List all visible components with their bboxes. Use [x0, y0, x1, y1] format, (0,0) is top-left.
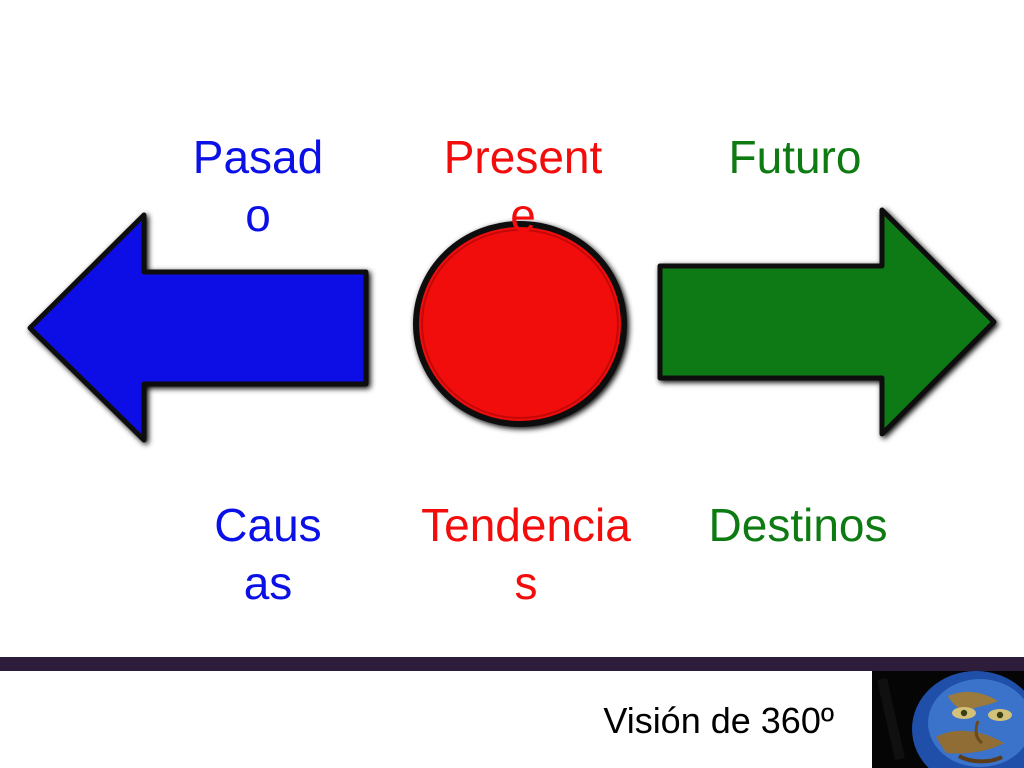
label-past: Pasad o	[192, 131, 324, 241]
label-future: Futuro	[728, 131, 862, 183]
globe-face-image	[872, 671, 1024, 768]
left-arrow-icon	[27, 212, 369, 443]
label-causes: Caus as	[214, 499, 322, 609]
present-circle-rim	[421, 229, 619, 419]
footer-title: Visión de 360º	[603, 700, 834, 741]
right-arrow-icon	[657, 207, 997, 437]
label-destinies: Destinos	[708, 499, 888, 551]
footer-divider	[0, 657, 1024, 671]
globe-face-logo	[872, 671, 1024, 768]
label-trends: Tendencia s	[421, 499, 631, 609]
label-present: Present e	[443, 131, 603, 241]
present-circle-icon	[413, 221, 627, 427]
